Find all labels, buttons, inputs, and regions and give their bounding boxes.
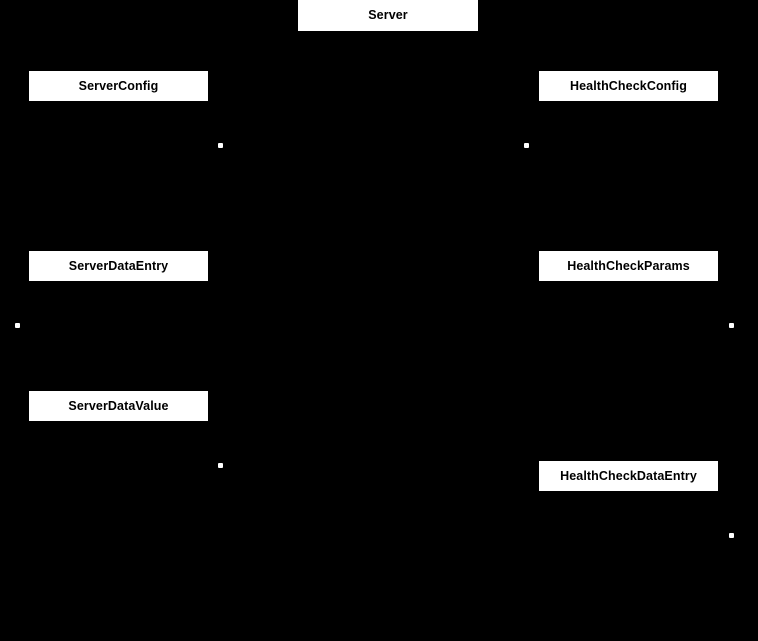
class-node-server-data-entry[interactable]: ServerDataEntry <box>29 251 208 281</box>
class-node-label: ServerDataValue <box>68 398 169 413</box>
class-node-label: HealthCheckParams <box>567 258 690 273</box>
relationship-marker-icon <box>524 143 529 148</box>
edge-data-value-to-marker <box>118 421 220 465</box>
edge-server-config-to-data-entry <box>118 101 220 251</box>
edge-health-data-entry-to-marker <box>628 491 731 535</box>
relationship-marker-icon <box>729 323 734 328</box>
class-node-health-check-params[interactable]: HealthCheckParams <box>539 251 718 281</box>
relationship-marker-icon <box>15 323 20 328</box>
edge-data-entry-to-data-value <box>15 281 118 391</box>
relationship-marker-icon <box>729 533 734 538</box>
class-node-health-check-config[interactable]: HealthCheckConfig <box>539 71 718 101</box>
edge-server-to-health-check-config <box>478 31 628 71</box>
class-node-label: ServerDataEntry <box>68 258 169 273</box>
edge-params-to-data-entry <box>628 281 731 461</box>
class-node-server-config[interactable]: ServerConfig <box>29 71 208 101</box>
class-node-server[interactable]: Server <box>298 0 478 31</box>
class-node-label: Server <box>368 8 408 23</box>
class-node-label: HealthCheckConfig <box>570 78 687 93</box>
edge-server-to-server-config <box>118 31 298 71</box>
class-node-health-check-data-entry[interactable]: HealthCheckDataEntry <box>539 461 718 491</box>
relationship-marker-icon <box>218 143 223 148</box>
class-node-label: HealthCheckDataEntry <box>560 468 697 483</box>
class-node-server-data-value[interactable]: ServerDataValue <box>29 391 208 421</box>
relationship-marker-icon <box>218 463 223 468</box>
edge-health-config-to-params <box>526 101 628 251</box>
class-node-label: ServerConfig <box>78 78 159 93</box>
